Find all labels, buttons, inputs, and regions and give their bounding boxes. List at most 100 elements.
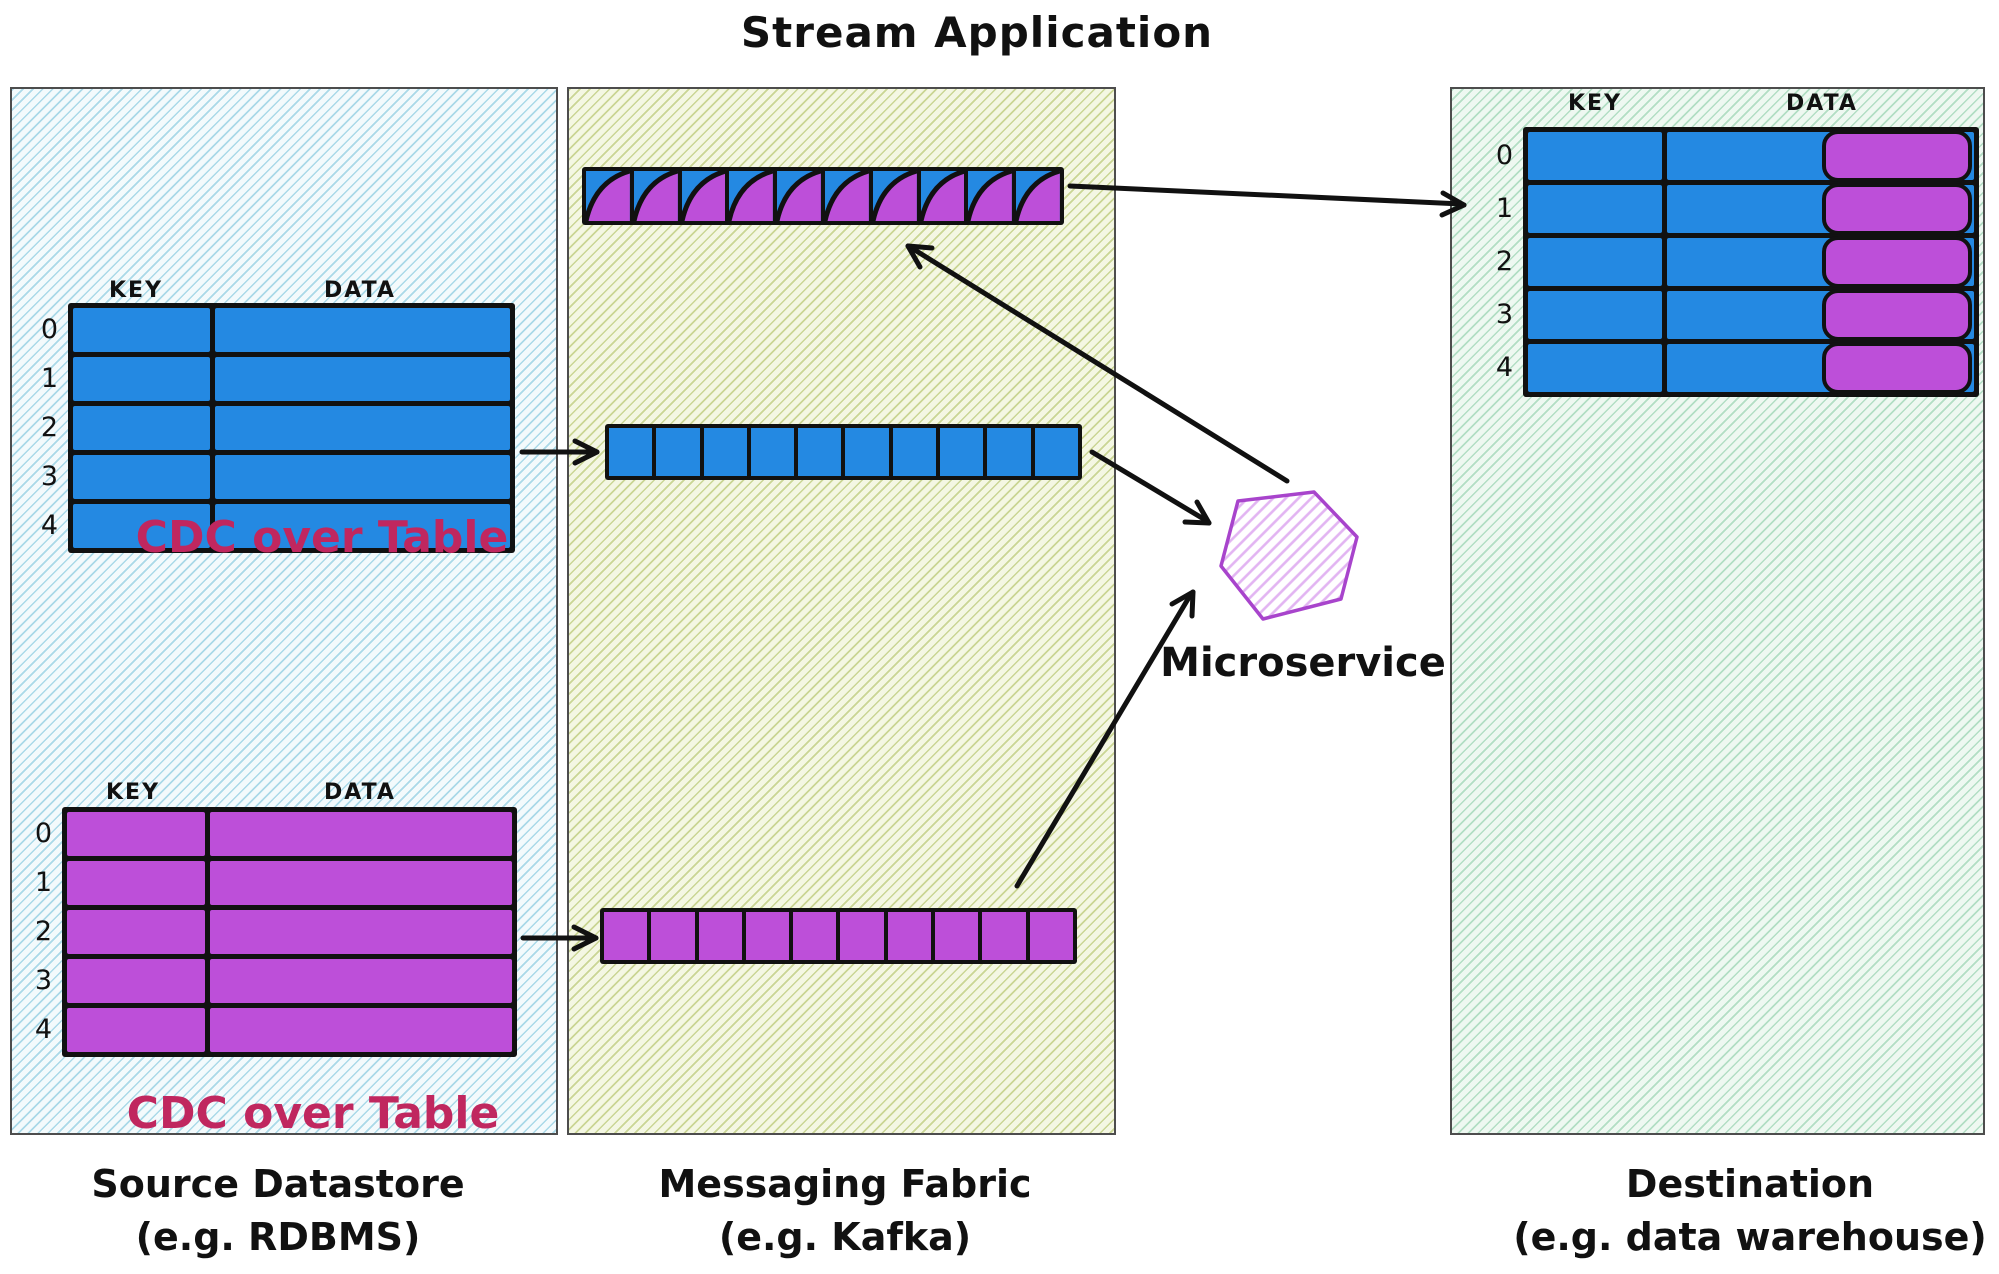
data-cell xyxy=(1667,289,1974,341)
row-label: 0 xyxy=(40,314,58,345)
split-cell-graphic xyxy=(968,171,1013,221)
stream-cell-blue xyxy=(609,428,653,476)
stream-blue-topic xyxy=(605,424,1082,480)
split-cell-graphic xyxy=(920,171,965,221)
source-table-purple: 0 1 2 3 4 xyxy=(35,807,517,1057)
data-cell xyxy=(1667,236,1974,288)
stream-cell-blue xyxy=(750,428,795,476)
data-cell xyxy=(210,959,512,1003)
row-label: 4 xyxy=(1495,352,1513,383)
data-cell xyxy=(215,406,510,450)
key-cell xyxy=(1528,291,1662,339)
data-cell xyxy=(210,1008,512,1052)
data-cell xyxy=(210,861,512,905)
fabric-caption: Messaging Fabric (e.g. Kafka) xyxy=(658,1158,1031,1264)
key-cell xyxy=(67,1008,205,1052)
stream-cell-mixed xyxy=(920,171,965,221)
updated-data-cell xyxy=(1822,130,1972,182)
stream-cell-purple xyxy=(793,912,837,960)
stream-cell-purple xyxy=(887,912,932,960)
stream-purple-topic xyxy=(600,908,1077,964)
key-cell xyxy=(73,308,210,352)
split-cell-graphic xyxy=(681,171,726,221)
stream-cell-blue xyxy=(656,428,700,476)
destination-caption-line2: (e.g. data warehouse) xyxy=(1513,1215,1987,1259)
stream-cell-mixed xyxy=(777,171,821,221)
stream-cell-blue xyxy=(1034,428,1078,476)
key-cell xyxy=(1528,185,1662,233)
key-cell xyxy=(67,812,205,856)
stream-cell-blue xyxy=(892,428,937,476)
row-label: 1 xyxy=(40,363,58,394)
stream-cell-blue xyxy=(845,428,889,476)
key-cell xyxy=(73,357,210,401)
data-cell xyxy=(1667,183,1974,235)
source-caption: Source Datastore (e.g. RDBMS) xyxy=(91,1158,464,1264)
cdc-over-table-label-purple: CDC over Table xyxy=(126,1088,500,1139)
data-cell xyxy=(215,308,510,352)
stream-cell-mixed xyxy=(824,171,869,221)
updated-data-cell xyxy=(1822,183,1972,235)
fabric-caption-line1: Messaging Fabric xyxy=(658,1162,1032,1206)
row-label: 3 xyxy=(1495,299,1513,330)
split-cell-graphic xyxy=(586,171,630,221)
row-label: 2 xyxy=(40,412,58,443)
key-cell xyxy=(73,504,210,548)
row-label: 2 xyxy=(34,916,52,947)
stream-cell-purple xyxy=(604,912,648,960)
row-label: 1 xyxy=(34,867,52,898)
split-cell-graphic xyxy=(729,171,774,221)
stream-cell-mixed xyxy=(1016,171,1060,221)
split-cell-graphic xyxy=(1016,171,1060,221)
updated-data-cell xyxy=(1822,236,1972,288)
split-cell-graphic xyxy=(633,171,678,221)
row-label: 2 xyxy=(1495,246,1513,277)
key-cell xyxy=(73,455,210,499)
microservice-hexagon xyxy=(1219,490,1359,621)
key-cell xyxy=(67,861,205,905)
row-label: 4 xyxy=(40,510,58,541)
key-cell xyxy=(1528,132,1662,180)
stream-cell-purple xyxy=(698,912,742,960)
stream-cell-blue xyxy=(798,428,842,476)
destination-table: 0 1 2 3 4 xyxy=(1496,127,1979,397)
stream-cell-blue xyxy=(987,428,1031,476)
key-cell xyxy=(73,406,210,450)
key-cell xyxy=(67,959,205,1003)
data-column-header: DATA xyxy=(324,278,396,303)
destination-caption: Destination (e.g. data warehouse) xyxy=(1513,1158,1987,1264)
row-label: 1 xyxy=(1495,193,1513,224)
stream-cell-mixed xyxy=(729,171,774,221)
updated-data-cell xyxy=(1822,289,1972,341)
stream-cell-purple xyxy=(982,912,1026,960)
diagram-title: Stream Application xyxy=(740,8,1214,57)
row-label: 0 xyxy=(1495,140,1513,171)
data-cell xyxy=(215,504,510,548)
key-cell xyxy=(1528,238,1662,286)
key-column-header: KEY xyxy=(108,278,164,303)
stream-cell-blue xyxy=(940,428,984,476)
stream-cell-blue xyxy=(703,428,747,476)
stream-cell-purple xyxy=(1029,912,1073,960)
stream-cell-mixed xyxy=(681,171,726,221)
row-label: 3 xyxy=(40,461,58,492)
data-cell xyxy=(1667,130,1974,182)
source-caption-line2: (e.g. RDBMS) xyxy=(135,1215,421,1259)
row-label: 3 xyxy=(34,965,52,996)
data-cell xyxy=(1667,342,1974,394)
key-column-header: KEY xyxy=(1567,91,1623,116)
arrow-stream-to-destination xyxy=(1067,183,1467,218)
row-label: 4 xyxy=(34,1014,52,1045)
data-column-header: DATA xyxy=(324,780,396,805)
fabric-panel xyxy=(567,87,1116,1135)
stream-cell-mixed xyxy=(968,171,1013,221)
row-label: 0 xyxy=(34,818,52,849)
data-cell xyxy=(210,910,512,954)
split-cell-graphic xyxy=(872,171,917,221)
updated-data-cell xyxy=(1822,342,1972,394)
fabric-caption-line2: (e.g. Kafka) xyxy=(718,1215,972,1259)
stream-cell-mixed xyxy=(872,171,917,221)
data-column-header: DATA xyxy=(1786,91,1858,116)
destination-caption-line1: Destination xyxy=(1625,1162,1875,1206)
